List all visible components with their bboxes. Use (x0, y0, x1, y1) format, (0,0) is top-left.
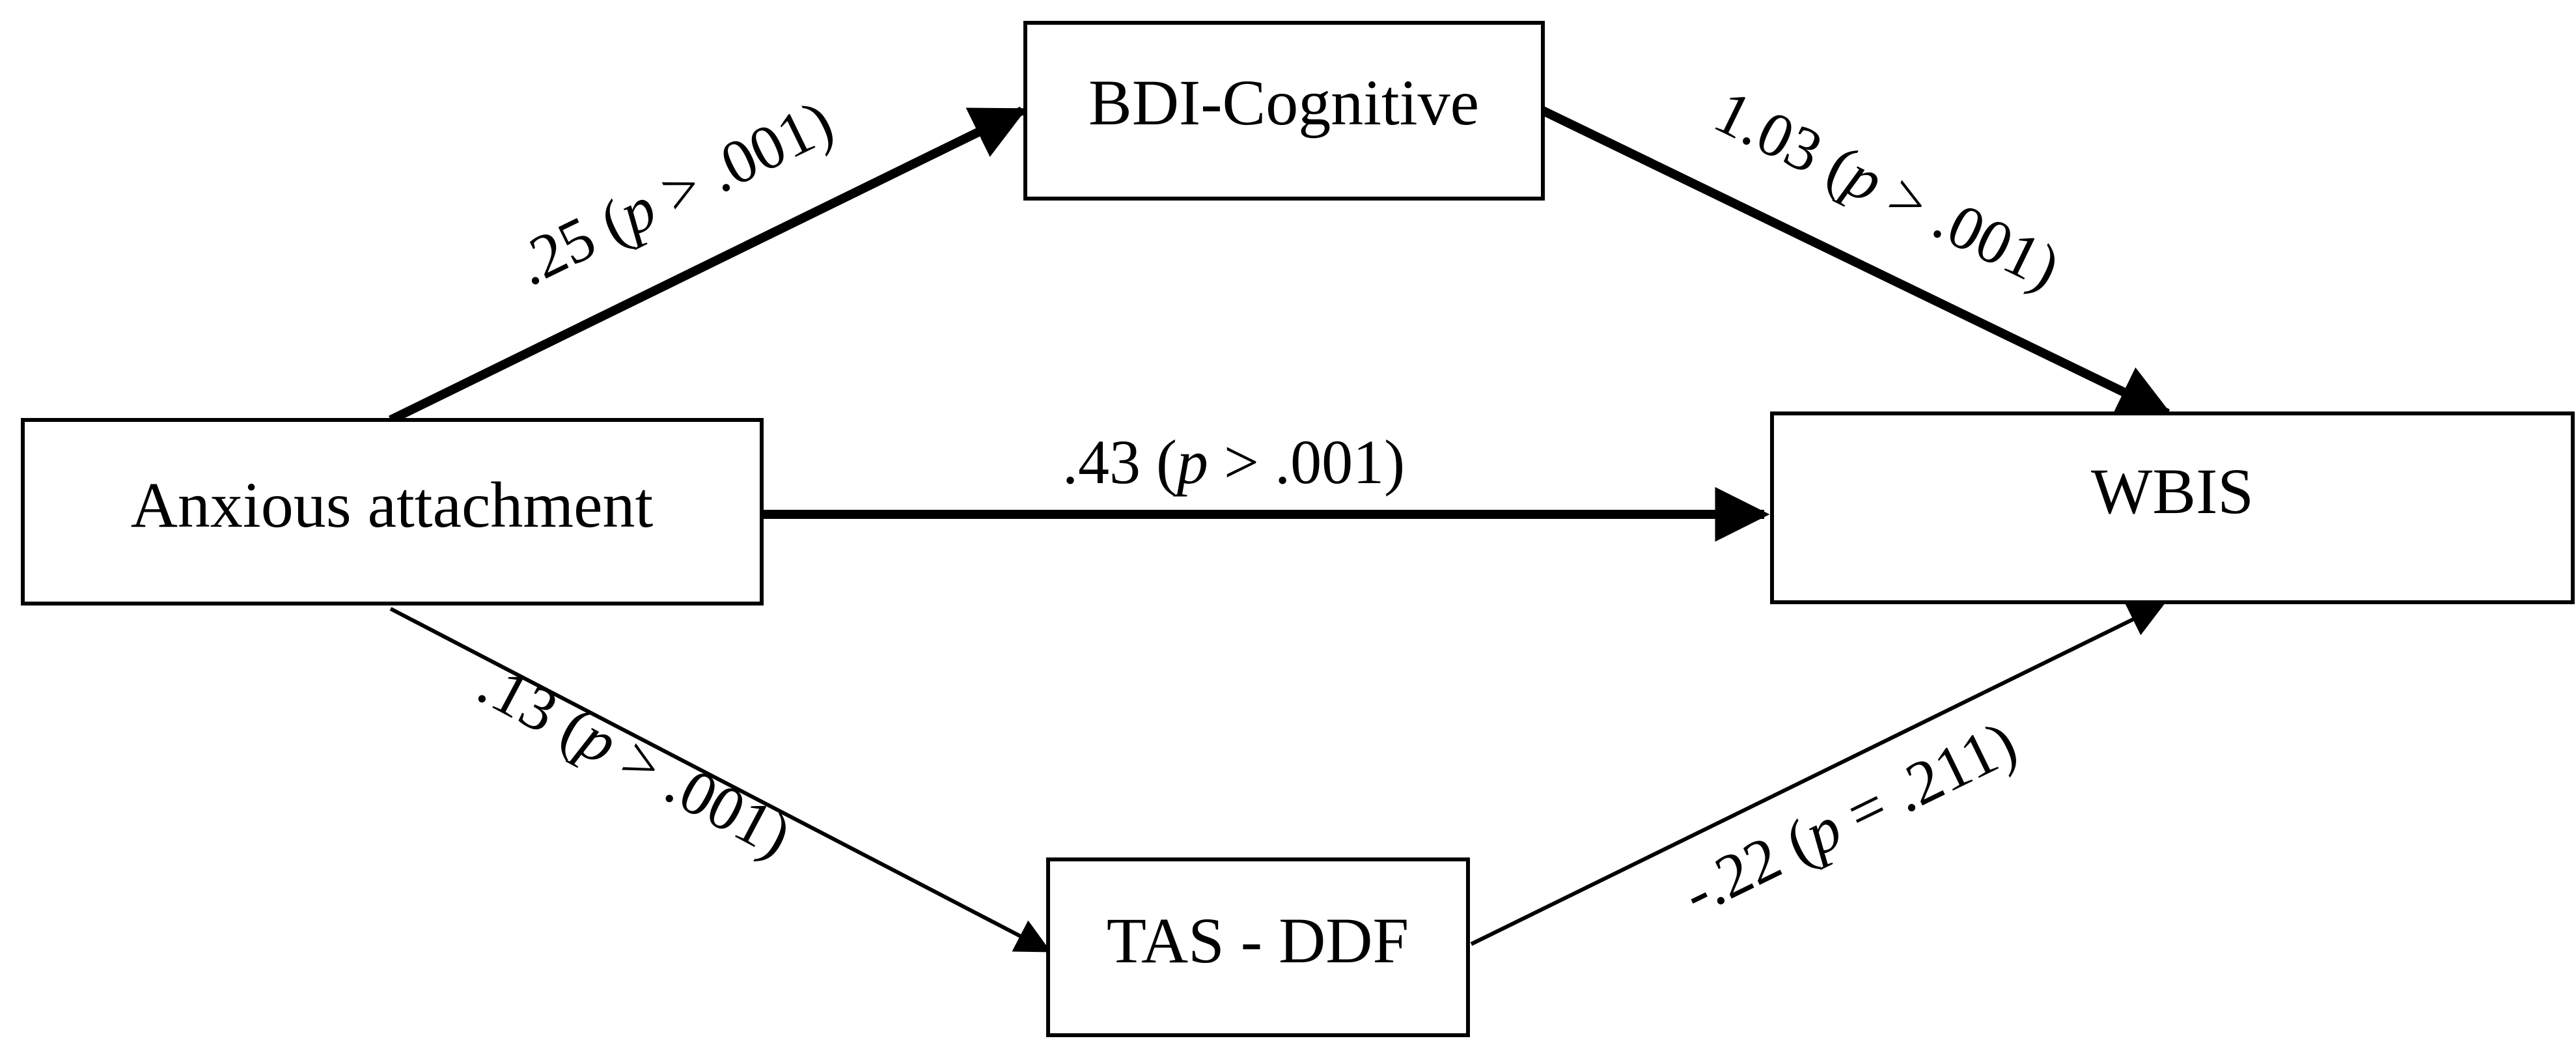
edge-label-anxious-to-bdi: .25 (p > .001) (505, 86, 844, 299)
node-anxious-attachment-label: Anxious attachment (131, 469, 654, 541)
edge-tas-to-wbis (1470, 604, 2165, 946)
p-symbol: p (1173, 427, 1208, 497)
node-anxious-attachment: Anxious attachment (21, 418, 764, 606)
edge-label-bdi-to-wbis: 1.03 (p > .001) (1704, 76, 2071, 303)
node-wbis: WBIS (1770, 411, 2575, 604)
edge-anxious-to-tas (389, 607, 1051, 953)
node-bdi-cognitive-label: BDI-Cognitive (1088, 66, 1479, 139)
node-tas-ddf-label: TAS - DDF (1107, 904, 1409, 977)
p-relation: > (1224, 427, 1259, 497)
edge-label-anxious-to-wbis: .43 (p > .001) (1062, 427, 1405, 497)
edge-bdi-to-wbis (1540, 106, 2173, 418)
coefficient: .43 (1062, 427, 1141, 497)
edge-anxious-to-bdi (388, 106, 1027, 425)
p-value: .001 (1275, 427, 1384, 497)
node-tas-ddf: TAS - DDF (1046, 857, 1470, 1037)
node-bdi-cognitive: BDI-Cognitive (1023, 21, 1545, 201)
edge-label-anxious-to-tas: .13 (p > .001) (467, 648, 803, 870)
node-wbis-label: WBIS (2091, 455, 2254, 527)
